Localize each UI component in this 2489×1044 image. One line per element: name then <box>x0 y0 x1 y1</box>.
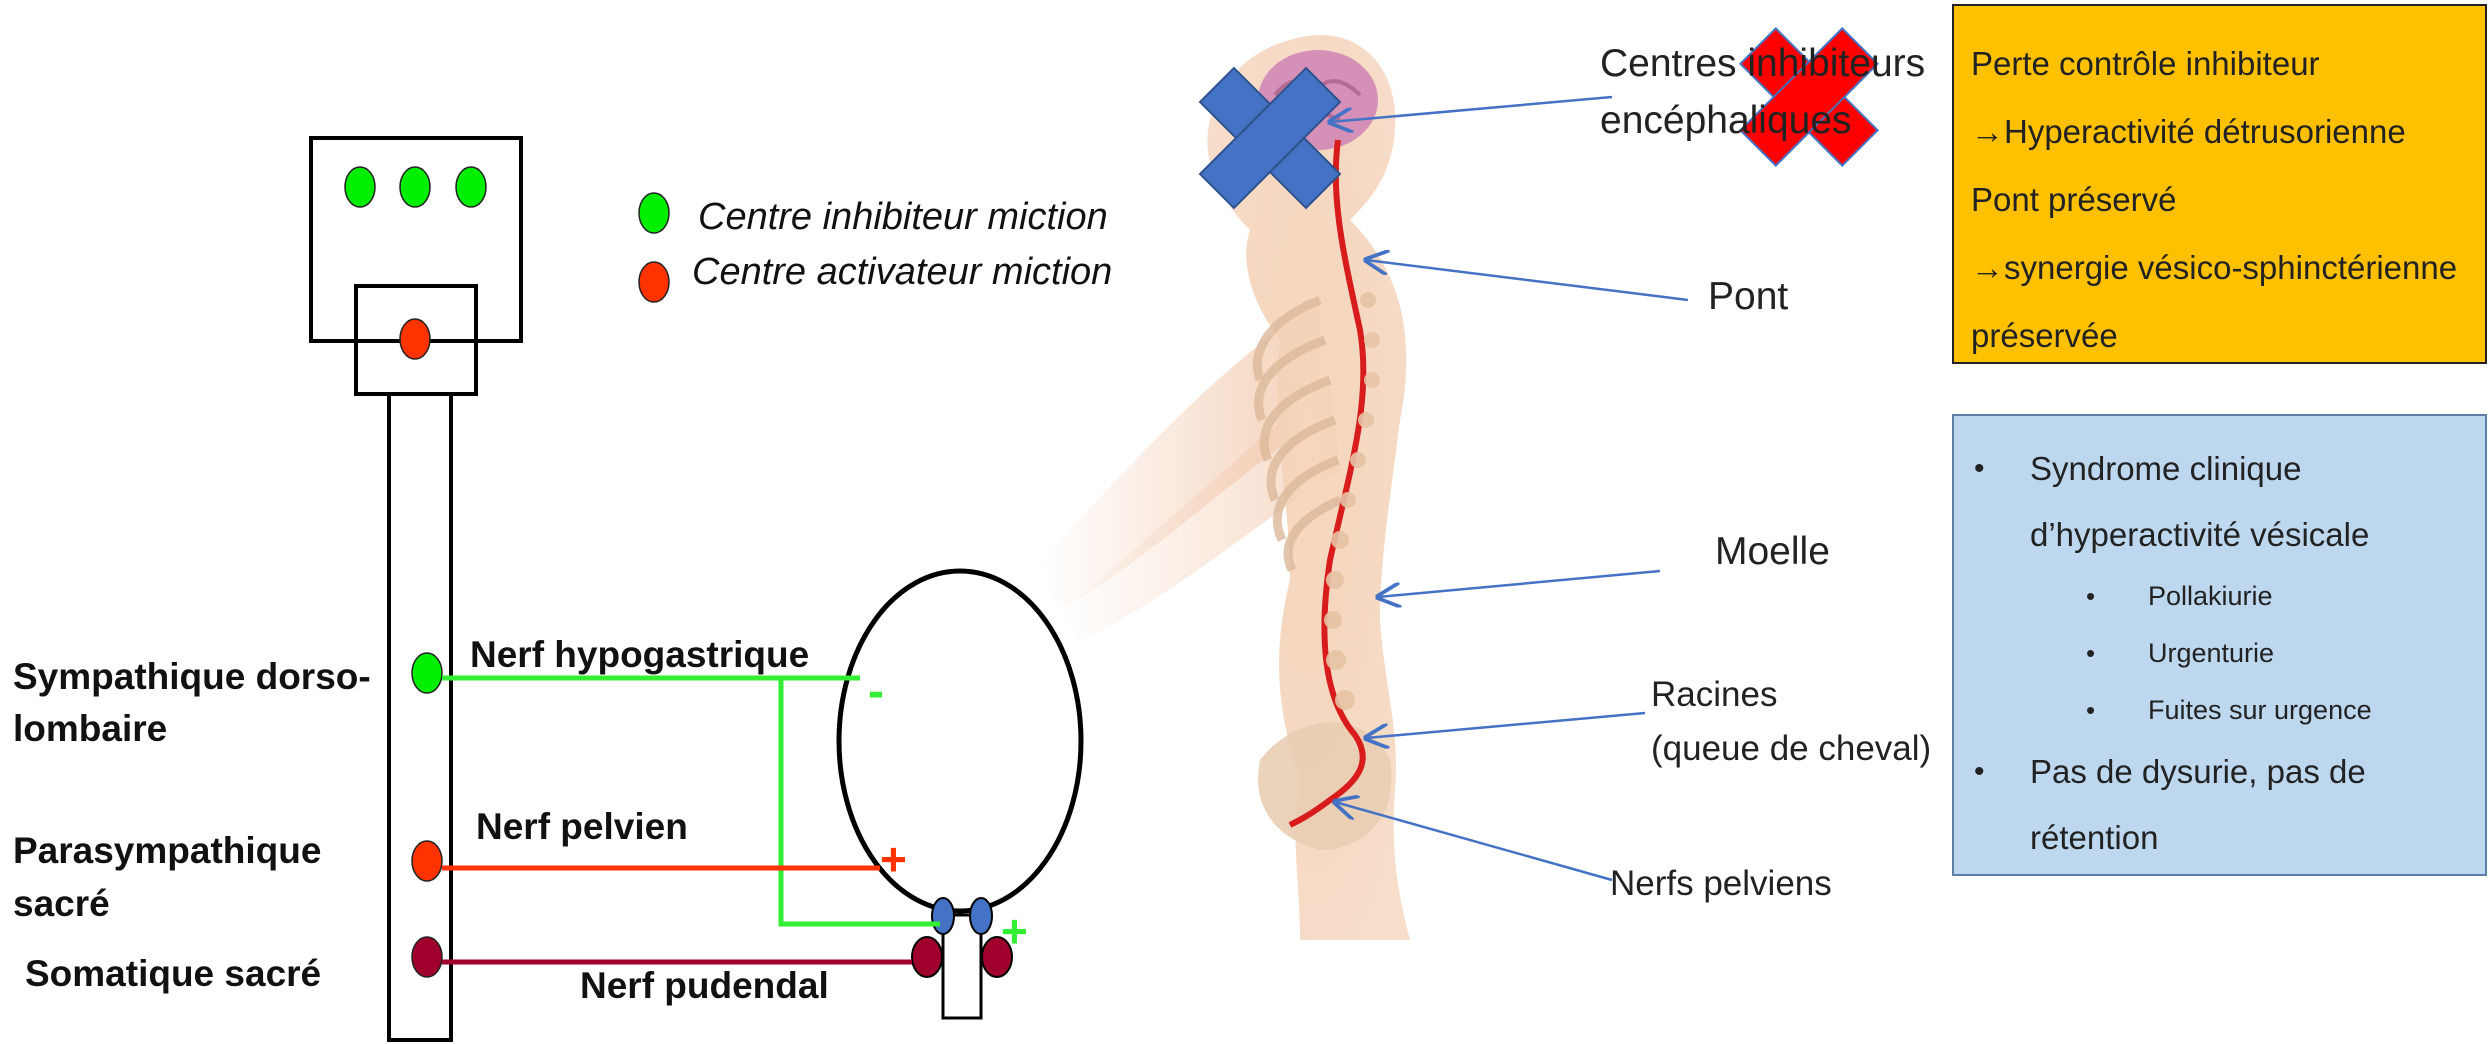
clinical-item: • Pas de dysurie, pas de <box>1974 739 2475 805</box>
orange-line-1: Perte contrôle inhibiteur <box>1971 30 2473 98</box>
racines-label-line1: Racines <box>1651 675 1777 715</box>
bullet-icon: • <box>1974 436 1985 502</box>
inhibitor-centre-3 <box>456 167 486 207</box>
parasympathique-label-line1: Parasympathique <box>13 830 321 872</box>
bullet-icon: • <box>2086 625 2095 682</box>
bullet-icon: • <box>2086 682 2095 739</box>
somatique-label: Somatique sacré <box>25 953 321 995</box>
clinical-subitem-text: Pollakiurie <box>2148 581 2273 611</box>
legend-green-dot <box>639 193 669 233</box>
clinical-subitem-text: Urgenturie <box>2148 638 2274 668</box>
bladder <box>839 571 1081 911</box>
arrow-racines <box>1366 713 1645 738</box>
bullet-icon: • <box>1974 739 1985 805</box>
inhibitor-centre-2 <box>400 167 430 207</box>
sympathetic-centre <box>412 653 442 693</box>
pathophysiology-box: Perte contrôle inhibiteur →Hyperactivité… <box>1952 4 2487 364</box>
smooth-sphincter-left <box>932 898 954 934</box>
sympathique-label-line1: Sympathique dorso- <box>13 656 371 698</box>
clinical-subitem-text: Fuites sur urgence <box>2148 695 2372 725</box>
plus-sign-pelvic: + <box>880 832 907 886</box>
clinical-subitem: • Fuites sur urgence <box>1974 682 2475 739</box>
centres-label-line2: encéphaliques <box>1600 99 1852 143</box>
arrow-moelle <box>1378 571 1660 597</box>
legend-red-dot <box>639 262 669 302</box>
nerfs-pelviens-label: Nerfs pelviens <box>1610 864 1832 904</box>
clinical-item-text: rétention <box>2030 819 2158 856</box>
clinical-box: • Syndrome clinique d’hyperactivité vési… <box>1952 414 2487 876</box>
minus-sign: - <box>868 664 884 719</box>
striated-sphincter-left <box>912 937 942 977</box>
clinical-item: • Syndrome clinique <box>1974 436 2475 502</box>
bullet-icon: • <box>2086 568 2095 625</box>
pudendal-nerve-label: Nerf pudendal <box>580 965 829 1007</box>
parasympathetic-centre <box>412 841 442 881</box>
centres-label-line1: Centres inhibiteurs <box>1600 42 1925 86</box>
plus-sign-sphincter: + <box>1001 904 1028 958</box>
orange-line-4: →synergie vésico-sphinctérienne <box>1971 234 2473 302</box>
clinical-subitem: • Urgenturie <box>1974 625 2475 682</box>
racines-label-line2: (queue de cheval) <box>1651 729 1931 769</box>
legend-inhibitor-label: Centre inhibiteur miction <box>698 196 1108 239</box>
hypogastric-nerve-label: Nerf hypogastrique <box>470 634 809 676</box>
orange-line-3: Pont préservé <box>1971 166 2473 234</box>
sympathique-label-line2: lombaire <box>13 708 167 750</box>
arrow-pont <box>1366 260 1688 300</box>
pont-label: Pont <box>1708 275 1788 319</box>
somatic-centre <box>412 937 442 977</box>
clinical-subitem: • Pollakiurie <box>1974 568 2475 625</box>
moelle-label: Moelle <box>1715 530 1830 574</box>
parasympathique-label-line2: sacré <box>13 883 110 925</box>
orange-line-5: préservée <box>1971 302 2473 370</box>
smooth-sphincter-right <box>970 898 992 934</box>
clinical-item-continuation: d’hyperactivité vésicale <box>1974 502 2475 568</box>
inhibitor-centre-1 <box>345 167 375 207</box>
clinical-item-text: d’hyperactivité vésicale <box>2030 516 2369 553</box>
activator-centre-pons <box>400 319 430 359</box>
legend-activator-label: Centre activateur miction <box>692 251 1112 294</box>
clinical-item-text: Pas de dysurie, pas de <box>2030 753 2366 790</box>
clinical-item-continuation: rétention <box>1974 805 2475 871</box>
pelvic-nerve-label: Nerf pelvien <box>476 806 688 848</box>
clinical-item-text: Syndrome clinique <box>2030 450 2301 487</box>
orange-line-2: →Hyperactivité détrusorienne <box>1971 98 2473 166</box>
